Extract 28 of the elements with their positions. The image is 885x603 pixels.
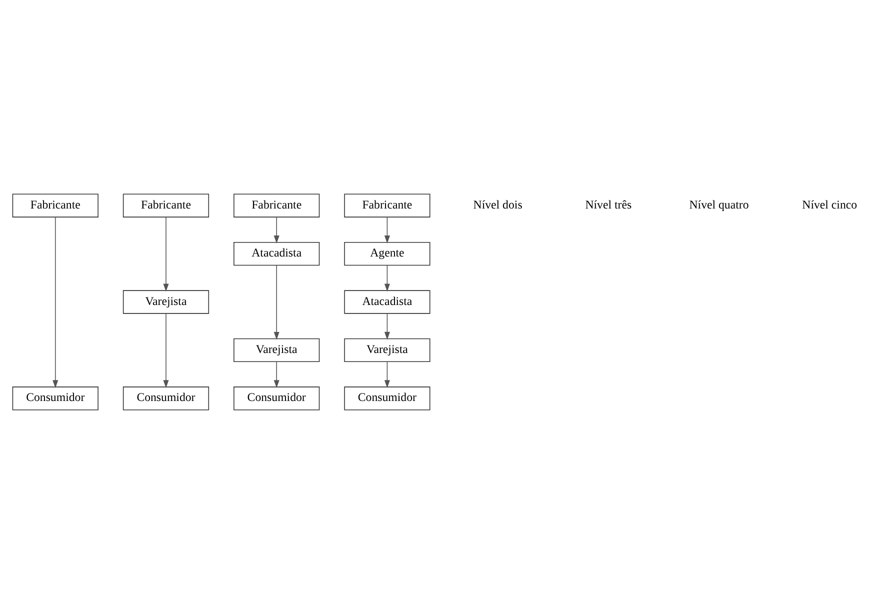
label: Nível três bbox=[585, 196, 632, 211]
node-box: Fabricante bbox=[122, 193, 210, 217]
arrow bbox=[163, 312, 169, 388]
node-box: Consumidor bbox=[12, 386, 98, 410]
node-box: Varejista bbox=[122, 290, 210, 314]
node-box: Fabricante bbox=[234, 193, 320, 217]
node-box: Fabricante bbox=[12, 193, 98, 217]
node-box: Consumidor bbox=[122, 386, 210, 410]
node-box: Agente bbox=[344, 241, 430, 266]
arrow bbox=[274, 264, 280, 340]
node-box: Consumidor bbox=[234, 386, 320, 410]
arrow bbox=[274, 216, 280, 243]
node-box: Varejista bbox=[234, 338, 320, 362]
label: Nível dois bbox=[473, 196, 522, 211]
label: Nível cinco bbox=[802, 196, 858, 211]
arrow bbox=[274, 360, 280, 388]
arrow bbox=[384, 312, 390, 340]
arrow bbox=[384, 216, 390, 243]
node-box: Consumidor bbox=[344, 386, 430, 410]
arrow bbox=[384, 360, 390, 388]
node-box: Atacadista bbox=[234, 241, 320, 266]
arrow bbox=[163, 216, 169, 292]
node-box: Fabricante bbox=[344, 193, 430, 217]
node-box: Atacadista bbox=[344, 290, 430, 314]
arrow bbox=[384, 264, 390, 292]
arrow bbox=[52, 216, 58, 388]
label: Nível quatro bbox=[689, 196, 749, 211]
node-box: Varejista bbox=[344, 338, 430, 362]
